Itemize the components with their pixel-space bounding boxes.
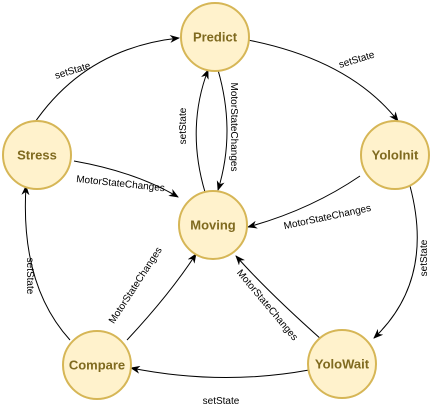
edge-yoloinit-to-yolowait xyxy=(373,185,418,339)
label-predict-to-moving: MotorStateChanges xyxy=(228,83,239,172)
edge-yolowait-to-moving xyxy=(235,255,323,341)
label-stress-to-predict: setState xyxy=(54,60,93,81)
label-yolowait-to-compare: setState xyxy=(203,396,240,407)
state-node-yoloinit: YoloInit xyxy=(360,120,430,190)
label-compare-to-stress: setState xyxy=(24,258,35,295)
label-yolowait-to-moving: MotorStateChanges xyxy=(234,268,300,343)
edge-moving-to-predict xyxy=(195,69,209,193)
label-yoloinit-to-moving: MotorStateChanges xyxy=(283,203,372,232)
edge-predict-to-yoloinit xyxy=(247,39,399,122)
state-label-stress: Stress xyxy=(17,148,57,163)
state-node-stress: Stress xyxy=(2,120,72,190)
state-node-compare: Compare xyxy=(62,330,132,400)
edge-compare-to-moving xyxy=(126,253,197,341)
state-node-predict: Predict xyxy=(180,2,250,72)
edge-compare-to-stress xyxy=(21,185,71,341)
edge-yoloinit-to-moving xyxy=(247,175,361,229)
label-moving-to-predict: setState xyxy=(178,107,189,144)
edge-stress-to-moving xyxy=(73,160,179,198)
label-compare-to-moving: MotorStateChanges xyxy=(107,245,165,326)
state-label-moving: Moving xyxy=(190,218,236,233)
state-node-yolowait: YoloWait xyxy=(307,329,377,399)
edge-yolowait-to-compare xyxy=(130,365,310,378)
edge-predict-to-moving xyxy=(216,69,228,191)
state-label-yoloinit: YoloInit xyxy=(372,148,419,163)
state-node-moving: Moving xyxy=(178,190,248,260)
state-label-yolowait: YoloWait xyxy=(315,357,370,372)
label-stress-to-moving: MotorStateChanges xyxy=(76,174,166,194)
label-yoloinit-to-yolowait: setState xyxy=(419,239,430,276)
edge-stress-to-predict xyxy=(32,34,180,126)
state-label-predict: Predict xyxy=(193,30,238,45)
state-label-compare: Compare xyxy=(69,358,125,373)
label-predict-to-yoloinit: setState xyxy=(338,49,377,70)
